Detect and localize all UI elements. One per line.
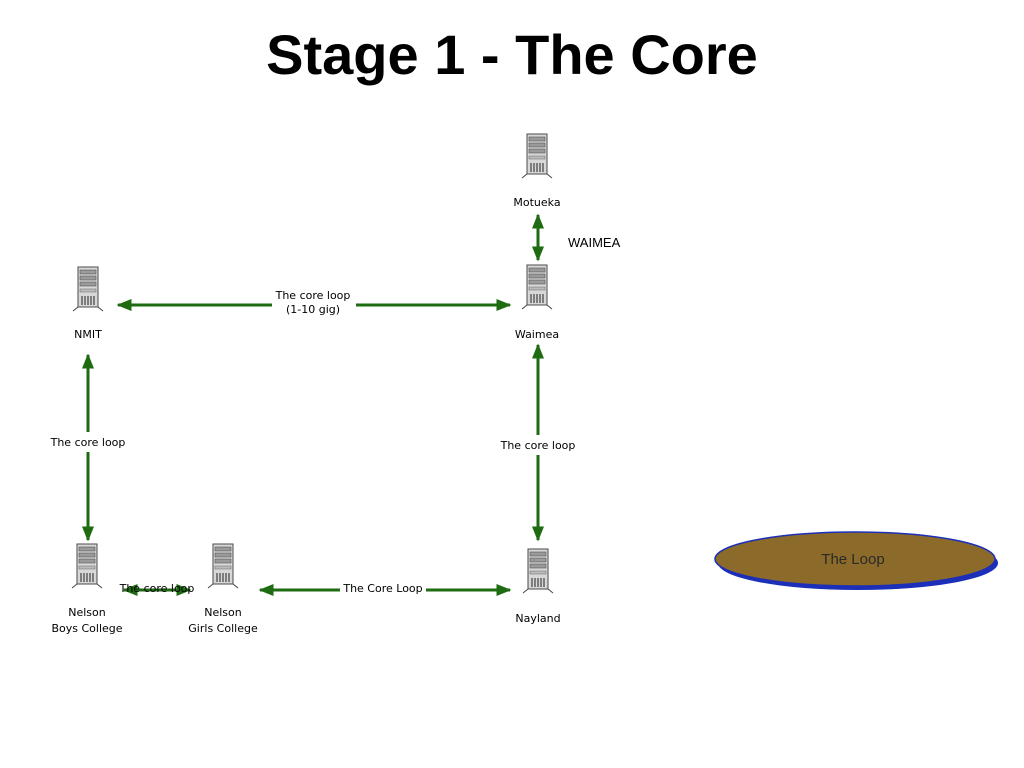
waimea-label: Waimea <box>515 328 559 341</box>
ngc-label-line1: Nelson <box>204 606 242 619</box>
server-motueka: Motueka <box>513 133 561 209</box>
nbc-label-line2: Boys College <box>51 622 122 635</box>
top-link-label-line2: (1-10 gig) <box>286 303 340 316</box>
server-nelson-girls-college: Nelson Girls College <box>188 543 258 635</box>
server-icon <box>521 133 553 179</box>
short-link-label: The core loop <box>119 582 195 595</box>
waimea-tag-label: WAIMEA <box>568 235 621 250</box>
server-icon <box>521 264 553 310</box>
right-link-label: The core loop <box>500 439 576 452</box>
bottom-link-label: The Core Loop <box>342 582 422 595</box>
server-icon <box>207 543 239 589</box>
server-nmit: NMIT <box>72 266 104 341</box>
loop-legend-ellipse <box>714 531 996 587</box>
left-link-label: The core loop <box>50 436 126 449</box>
server-waimea: Waimea <box>515 264 559 341</box>
top-link-label-line1: The core loop <box>275 289 351 302</box>
loop-legend-label: The Loop <box>821 551 884 568</box>
nbc-label-line1: Nelson <box>68 606 106 619</box>
nayland-label: Nayland <box>515 612 560 625</box>
motueka-label: Motueka <box>513 196 560 209</box>
server-nelson-boys-college: Nelson Boys College <box>51 543 123 635</box>
nmit-label: NMIT <box>74 328 102 341</box>
server-nayland: Nayland <box>515 548 561 625</box>
server-icon <box>522 548 554 594</box>
loop-legend: The Loop <box>714 531 998 590</box>
server-icon <box>71 543 103 589</box>
ngc-label-line2: Girls College <box>188 622 258 635</box>
page-title: Stage 1 - The Core <box>266 23 758 86</box>
server-icon <box>72 266 104 312</box>
